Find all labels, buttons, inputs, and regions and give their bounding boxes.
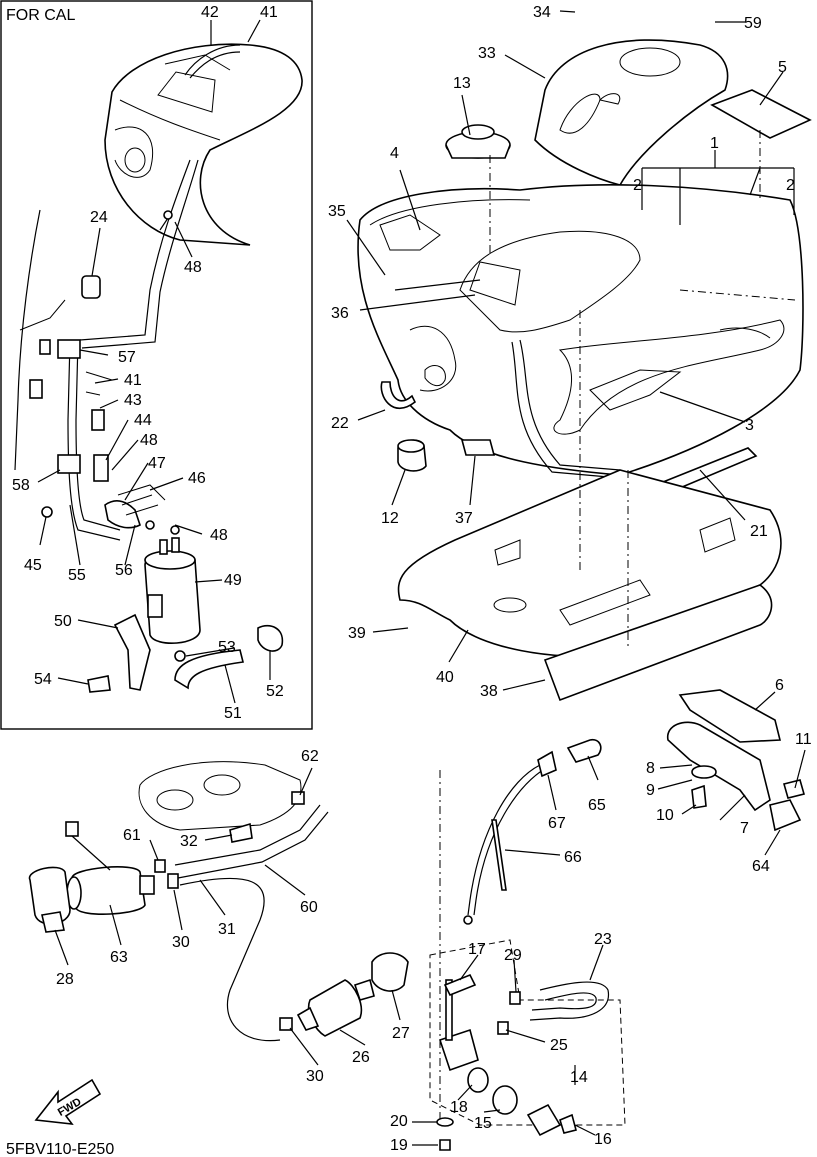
callout-29: 29 <box>504 947 522 964</box>
callout-41: 41 <box>124 372 142 389</box>
fuel-filter <box>296 978 375 1037</box>
callout-66: 66 <box>564 849 582 866</box>
callout-41: 41 <box>260 4 278 21</box>
callout-23: 23 <box>594 931 612 948</box>
lower-assembly: FWD 5FBV110-E250 <box>6 738 626 1157</box>
callout-9: 9 <box>646 782 655 799</box>
callout-21: 21 <box>750 523 768 540</box>
fuel-tank-assembly <box>346 10 812 856</box>
inset-hoses <box>14 44 241 541</box>
callout-3: 3 <box>745 417 754 434</box>
filler-cap <box>445 124 511 159</box>
callout-47: 47 <box>148 455 166 472</box>
callout-2: 2 <box>633 177 642 194</box>
callout-14: 14 <box>570 1069 588 1086</box>
callout-20: 20 <box>390 1113 408 1130</box>
heat-shield <box>397 469 782 658</box>
callout-27: 27 <box>392 1025 410 1042</box>
callout-62: 62 <box>301 748 319 765</box>
callout-61: 61 <box>123 827 141 844</box>
callout-55: 55 <box>68 567 86 584</box>
callout-34: 34 <box>533 4 551 21</box>
fwd-label: FWD <box>56 1096 84 1119</box>
callout-64: 64 <box>752 858 770 875</box>
callout-40: 40 <box>436 669 454 686</box>
callout-67: 67 <box>548 815 566 832</box>
callout-46: 46 <box>188 470 206 487</box>
callout-48: 48 <box>184 259 202 276</box>
callout-52: 52 <box>266 683 284 700</box>
callout-54: 54 <box>34 671 52 688</box>
callout-7: 7 <box>740 820 749 837</box>
callout-42: 42 <box>201 4 219 21</box>
callout-13: 13 <box>453 75 471 92</box>
diagram-code: 5FBV110-E250 <box>6 1141 114 1157</box>
callout-51: 51 <box>224 705 242 722</box>
fwd-arrow: FWD <box>34 1078 102 1125</box>
callout-57: 57 <box>118 349 136 366</box>
callout-25: 25 <box>550 1037 568 1054</box>
callout-16: 16 <box>594 1131 612 1148</box>
callout-19: 19 <box>390 1137 408 1154</box>
callout-38: 38 <box>480 683 498 700</box>
callout-22: 22 <box>331 415 349 432</box>
callout-4: 4 <box>390 145 399 162</box>
callout-37: 37 <box>455 510 473 527</box>
callout-2: 2 <box>786 177 795 194</box>
callout-48: 48 <box>210 527 228 544</box>
callout-1: 1 <box>710 135 719 152</box>
callout-45: 45 <box>24 557 42 574</box>
callout-44: 44 <box>134 412 152 429</box>
callout-43: 43 <box>124 392 142 409</box>
inset-leaders <box>37 19 271 704</box>
callout-26: 26 <box>352 1049 370 1066</box>
callout-35: 35 <box>328 203 346 220</box>
inset-fuel-pump <box>87 537 284 693</box>
inset-fuel-tank <box>104 43 303 246</box>
callout-48: 48 <box>140 432 158 449</box>
callout-56: 56 <box>115 562 133 579</box>
inset-title: FOR CAL <box>6 7 75 24</box>
inset-frame <box>0 0 313 730</box>
callout-15: 15 <box>474 1115 492 1132</box>
callout-32: 32 <box>180 833 198 850</box>
tank-cover <box>534 39 729 186</box>
mount-bracket <box>678 689 782 743</box>
callout-17: 17 <box>468 941 486 958</box>
callout-49: 49 <box>224 572 242 589</box>
callout-11: 11 <box>795 731 812 748</box>
callout-18: 18 <box>450 1099 468 1116</box>
inset-fittings <box>41 210 180 535</box>
callout-65: 65 <box>588 797 606 814</box>
callout-59: 59 <box>744 15 762 32</box>
callout-30: 30 <box>306 1068 324 1085</box>
callout-33: 33 <box>478 45 496 62</box>
callout-6: 6 <box>775 677 784 694</box>
callout-50: 50 <box>54 613 72 630</box>
callout-39: 39 <box>348 625 366 642</box>
callout-28: 28 <box>56 971 74 988</box>
callout-5: 5 <box>778 59 787 76</box>
callout-31: 31 <box>218 921 236 938</box>
callout-30: 30 <box>172 934 190 951</box>
callout-24: 24 <box>90 209 108 226</box>
callout-12: 12 <box>381 510 399 527</box>
callout-60: 60 <box>300 899 318 916</box>
fuel-pump <box>29 821 155 933</box>
callout-63: 63 <box>110 949 128 966</box>
callout-53: 53 <box>218 639 236 656</box>
california-inset: FOR CAL <box>0 0 313 730</box>
callout-58: 58 <box>12 477 30 494</box>
callout-36: 36 <box>331 305 349 322</box>
label-sticker <box>710 89 812 139</box>
callout-10: 10 <box>656 807 674 824</box>
callout-8: 8 <box>646 760 655 777</box>
